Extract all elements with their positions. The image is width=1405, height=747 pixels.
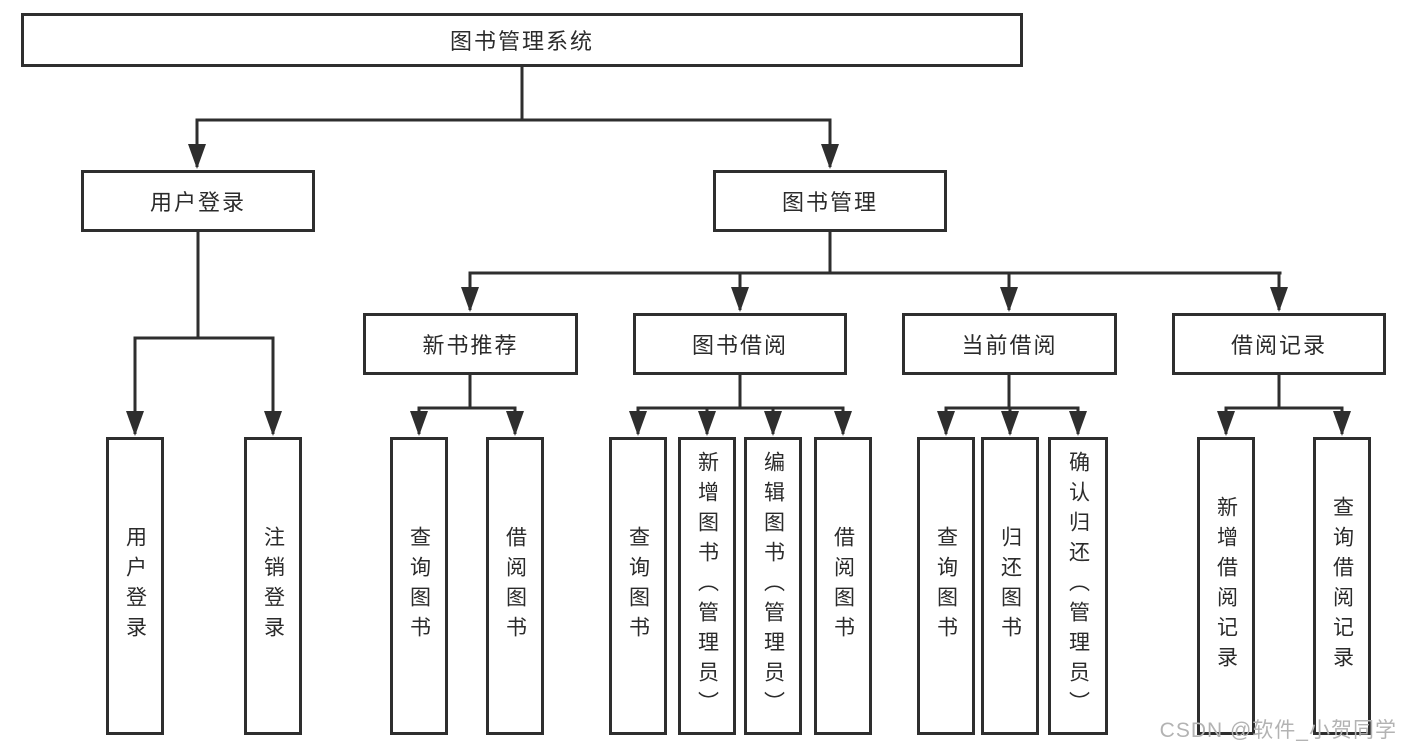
leaf-add-borrow-record: 新增借阅记录 (1197, 437, 1255, 735)
leaf-add-borrow-record-label: 新增借阅记录 (1214, 496, 1238, 676)
leaf-edit-books-admin-label: 编辑图书（管理员） (761, 451, 785, 721)
leaf-query-books-recommend-label: 查询图书 (407, 526, 431, 646)
leaf-borrow-books: 借阅图书 (814, 437, 872, 735)
leaf-query-books-current: 查询图书 (917, 437, 975, 735)
leaf-logout: 注销登录 (244, 437, 302, 735)
node-root-system: 图书管理系统 (21, 13, 1023, 67)
leaf-query-borrow-record: 查询借阅记录 (1313, 437, 1371, 735)
leaf-add-books-admin: 新增图书（管理员） (678, 437, 736, 735)
leaf-return-books: 归还图书 (981, 437, 1039, 735)
leaf-query-books-recommend: 查询图书 (390, 437, 448, 735)
leaf-logout-label: 注销登录 (261, 526, 285, 646)
leaf-borrow-books-recommend: 借阅图书 (486, 437, 544, 735)
leaf-user-login: 用户登录 (106, 437, 164, 735)
node-user-login-label: 用户登录 (149, 190, 246, 215)
leaf-borrow-books-label: 借阅图书 (831, 526, 855, 646)
node-new-book-recommend: 新书推荐 (363, 313, 578, 375)
leaf-add-books-admin-label: 新增图书（管理员） (695, 451, 719, 721)
leaf-edit-books-admin: 编辑图书（管理员） (744, 437, 802, 735)
node-borrowing-records: 借阅记录 (1172, 313, 1386, 375)
leaf-query-borrow-record-label: 查询借阅记录 (1330, 496, 1354, 676)
leaf-return-books-label: 归还图书 (998, 526, 1022, 646)
node-current-borrowing-label: 当前借阅 (961, 333, 1058, 358)
node-book-borrowing: 图书借阅 (633, 313, 847, 375)
node-new-book-recommend-label: 新书推荐 (422, 333, 519, 358)
leaf-query-books-current-label: 查询图书 (934, 526, 958, 646)
node-root-label: 图书管理系统 (449, 29, 594, 54)
node-borrowing-records-label: 借阅记录 (1230, 333, 1327, 358)
leaf-confirm-return-admin: 确认归还（管理员） (1048, 437, 1108, 735)
node-book-management-label: 图书管理 (781, 190, 878, 215)
node-book-borrowing-label: 图书借阅 (691, 333, 788, 358)
leaf-query-books-borrowing: 查询图书 (609, 437, 667, 735)
leaf-user-login-label: 用户登录 (123, 526, 147, 646)
leaf-query-books-borrowing-label: 查询图书 (626, 526, 650, 646)
node-book-management: 图书管理 (713, 170, 947, 232)
csdn-watermark: CSDN @软件_小贺同学 (1159, 719, 1397, 742)
node-user-login: 用户登录 (81, 170, 315, 232)
leaf-confirm-return-admin-label: 确认归还（管理员） (1066, 451, 1090, 721)
leaf-borrow-books-recommend-label: 借阅图书 (503, 526, 527, 646)
node-current-borrowing: 当前借阅 (902, 313, 1117, 375)
